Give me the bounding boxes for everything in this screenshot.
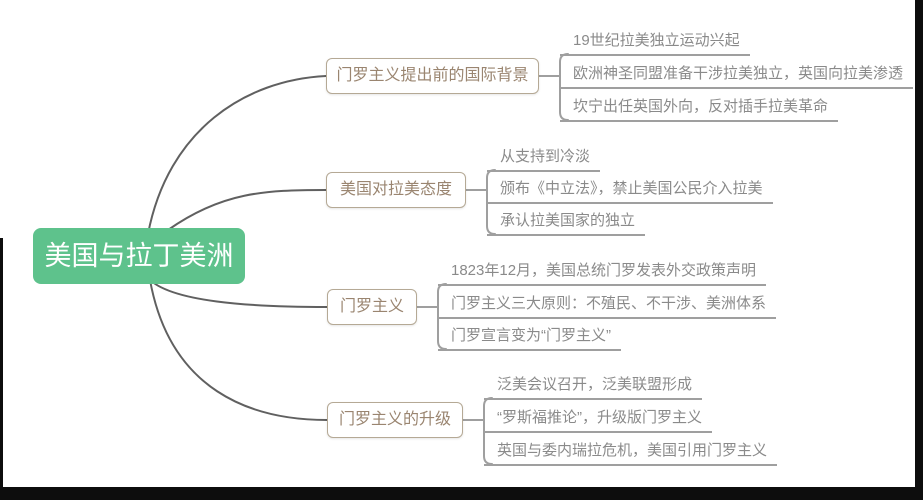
root-node[interactable]: 美国与拉丁美洲 xyxy=(33,228,245,284)
curve-root-branch-2 xyxy=(147,277,328,308)
window-frame-bottom xyxy=(0,487,923,500)
child-node[interactable]: 泛美会议召开，泛美联盟形成 xyxy=(484,374,703,400)
child-node[interactable]: “罗斯福推论”，升级版门罗主义 xyxy=(484,407,712,433)
child-node[interactable]: 坎宁出任英国外向，反对插手拉美革命 xyxy=(560,96,839,122)
child-node[interactable]: 门罗宣言变为“门罗主义” xyxy=(438,325,621,351)
branch-node-background[interactable]: 门罗主义提出前的国际背景 xyxy=(326,58,539,94)
child-node[interactable]: 承认拉美国家的独立 xyxy=(487,210,646,236)
child-node[interactable]: 颁布《中立法》，禁止美国公民介入拉美 xyxy=(487,178,773,204)
branch-node-doctrine-upgrade[interactable]: 门罗主义的升级 xyxy=(327,402,463,438)
child-node[interactable]: 19世纪拉美独立运动兴起 xyxy=(560,30,750,56)
curve-root-branch-0 xyxy=(147,75,327,235)
curve-root-branch-3 xyxy=(149,279,328,421)
child-node[interactable]: 英国与委内瑞拉危机，美国引用门罗主义 xyxy=(484,440,778,466)
child-node[interactable]: 欧洲神圣同盟准备干涉拉美独立，英国向拉美渗透 xyxy=(560,63,914,89)
child-node[interactable]: 从支持到冷淡 xyxy=(487,146,601,172)
child-node[interactable]: 门罗主义三大原则：不殖民、不干涉、美洲体系 xyxy=(438,293,777,319)
branch-node-monroe-doctrine[interactable]: 门罗主义 xyxy=(327,289,417,325)
window-frame-right xyxy=(915,0,923,487)
branch-node-us-attitude[interactable]: 美国对拉美态度 xyxy=(326,172,466,208)
window-frame-left xyxy=(0,238,3,487)
curve-root-branch-1 xyxy=(167,189,327,231)
child-node[interactable]: 1823年12月，美国总统门罗发表外交政策声明 xyxy=(438,260,767,286)
